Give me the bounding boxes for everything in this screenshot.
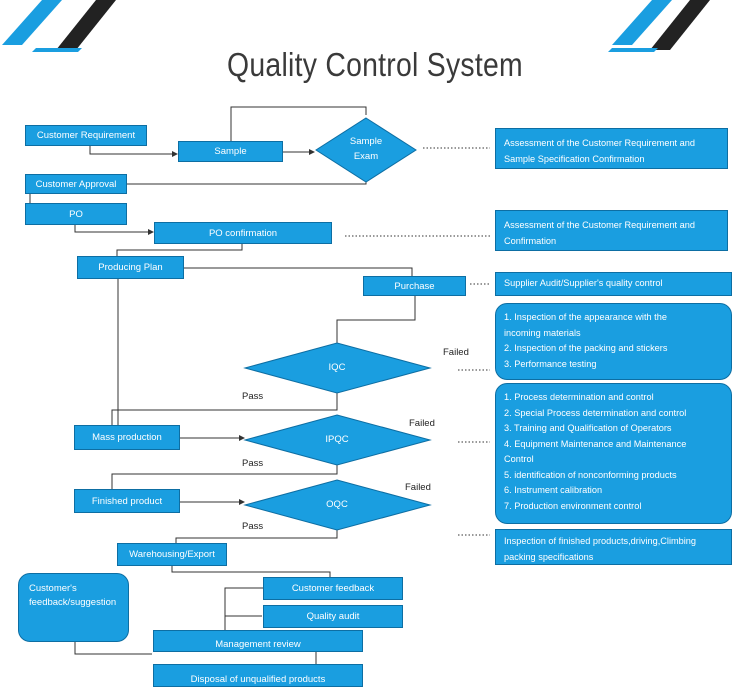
edge-plan-purchase bbox=[184, 267, 413, 276]
node-purchase: Purchase bbox=[363, 276, 466, 296]
edge-loop-top bbox=[230, 106, 367, 141]
note-ipqc-line-6: 5. identification of nonconforming produ… bbox=[504, 469, 677, 480]
edge-iqc-pass bbox=[111, 393, 338, 425]
note-ipqc-line-5: Control bbox=[504, 454, 534, 464]
oqc-diamond bbox=[243, 479, 432, 531]
sample-exam-line-2: Exam bbox=[353, 151, 379, 162]
node-customer-approval: Customer Approval bbox=[25, 174, 127, 194]
note-iqc-items: 1. Inspection of the appearance with the… bbox=[495, 303, 732, 380]
iqc-pass-label: Pass bbox=[242, 391, 264, 402]
node-customer-feedback-suggestion: Customer's feedback/suggestion bbox=[18, 573, 129, 642]
ipqc-diamond bbox=[243, 414, 432, 466]
suggestion-line-2: feedback/suggestion bbox=[29, 597, 117, 608]
edge-exam-approval bbox=[114, 180, 367, 187]
note-supplier-audit: Supplier Audit/Supplier's quality contro… bbox=[495, 272, 732, 296]
edge-oqc-pass bbox=[175, 530, 338, 543]
note-ipqc-line-4: 4. Equipment Maintenance and Maintenance bbox=[504, 438, 687, 449]
note-iqc-line-3: 2. Inspection of the packing and sticker… bbox=[504, 343, 668, 353]
iqc-failed-label: Failed bbox=[443, 347, 469, 358]
sample-exam-line-1: Sample bbox=[349, 136, 383, 147]
node-management-review: Management review bbox=[153, 630, 363, 652]
node-warehousing-export: Warehousing/Export bbox=[117, 543, 227, 566]
corner-decoration-right bbox=[608, 0, 710, 52]
note-iqc-line-1: 1. Inspection of the appearance with the bbox=[504, 312, 667, 322]
node-customer-feedback: Customer feedback bbox=[263, 577, 403, 600]
corner-decoration-left bbox=[2, 0, 116, 52]
note-iqc-line-2: incoming materials bbox=[504, 327, 581, 338]
note-sample-assessment: Assessment of the Customer Requirement a… bbox=[495, 128, 728, 169]
note-ipqc-line-8: 7. Production environment control bbox=[504, 500, 642, 511]
note-supplier-line: Supplier Audit/Supplier's quality contro… bbox=[504, 278, 663, 288]
note-ipqc-line-7: 6. Instrument calibration bbox=[504, 485, 603, 495]
node-finished-product: Finished product bbox=[74, 489, 180, 513]
edge-feedback-bus bbox=[224, 587, 264, 630]
edge-custreq-sample bbox=[89, 146, 178, 157]
ipqc-failed-label: Failed bbox=[409, 418, 435, 429]
note-ipqc-line-2: 2. Special Process determination and con… bbox=[504, 407, 687, 418]
node-po-confirmation: PO confirmation bbox=[154, 222, 332, 244]
ipqc-label: IPQC bbox=[325, 434, 349, 445]
node-disposal: Disposal of unqualified products bbox=[153, 664, 363, 687]
note-po-assessment: Assessment of the Customer Requirement a… bbox=[495, 210, 728, 251]
note-po-line-1: Assessment of the Customer Requirement a… bbox=[504, 220, 695, 230]
note-ipqc-items: 1. Process determination and control 2. … bbox=[495, 383, 732, 524]
node-customer-requirement: Customer Requirement bbox=[25, 125, 147, 146]
note-sample-line-1: Assessment of the Customer Requirement a… bbox=[504, 138, 695, 148]
note-po-line-2: Confirmation bbox=[504, 235, 557, 246]
oqc-label: OQC bbox=[326, 499, 348, 510]
note-oqc-items: Inspection of finished products,driving,… bbox=[495, 529, 732, 565]
edge-po-confirm bbox=[74, 225, 154, 235]
iqc-diamond bbox=[243, 342, 432, 394]
note-oqc-line-1: Inspection of finished products,driving,… bbox=[504, 536, 697, 546]
ipqc-pass-label: Pass bbox=[242, 458, 264, 469]
note-iqc-line-4: 3. Performance testing bbox=[504, 358, 597, 369]
note-ipqc-line-1: 1. Process determination and control bbox=[504, 392, 654, 402]
node-sample: Sample bbox=[178, 141, 283, 162]
sample-exam-diamond bbox=[315, 117, 417, 183]
oqc-failed-label: Failed bbox=[405, 482, 431, 493]
edge-ipqc-pass bbox=[111, 465, 338, 489]
note-oqc-line-2: packing specifications bbox=[504, 551, 594, 562]
edge-suggestion-disposal bbox=[74, 642, 152, 655]
sample-exam-label: Sample Exam bbox=[330, 136, 402, 163]
node-quality-audit: Quality audit bbox=[263, 605, 403, 628]
iqc-label: IQC bbox=[328, 362, 346, 373]
node-mass-production: Mass production bbox=[74, 425, 180, 450]
oqc-pass-label: Pass bbox=[242, 521, 264, 532]
edge-purchase-iqc bbox=[336, 296, 416, 343]
note-ipqc-line-3: 3. Training and Qualification of Operato… bbox=[504, 423, 672, 433]
edge-warehouse-feedback bbox=[171, 566, 331, 577]
note-sample-line-2: Sample Specification Confirmation bbox=[504, 153, 645, 164]
edge-confirm-plan bbox=[116, 244, 243, 256]
node-po: PO bbox=[25, 203, 127, 225]
suggestion-line-1: Customer's bbox=[29, 583, 77, 594]
node-producing-plan: Producing Plan bbox=[77, 256, 184, 279]
page-title: Quality Control System bbox=[227, 46, 523, 83]
